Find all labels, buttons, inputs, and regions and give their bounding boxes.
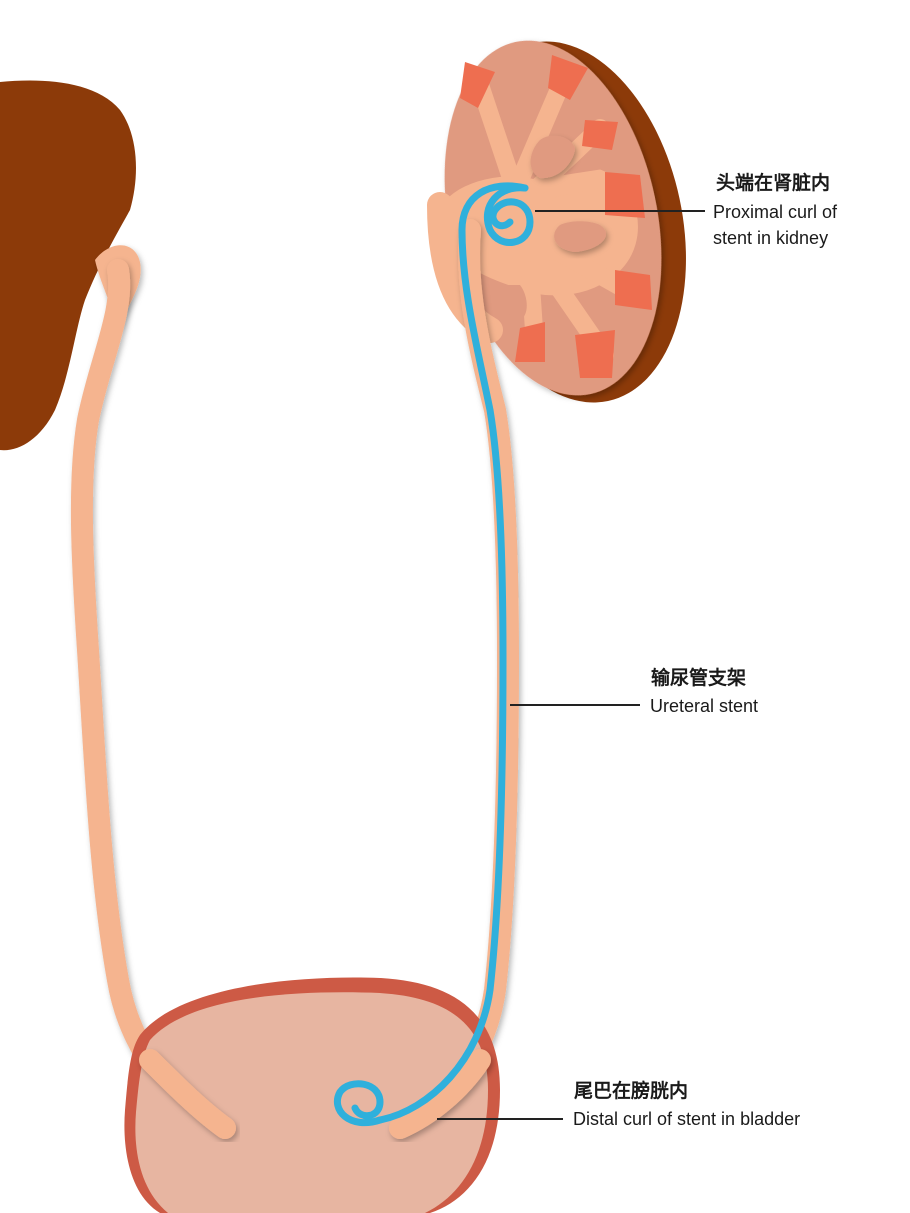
renal-papillae bbox=[460, 55, 652, 378]
right-ureter-end bbox=[389, 1049, 491, 1139]
stent-shaft bbox=[376, 182, 529, 1124]
left-ureter-end bbox=[139, 1049, 236, 1139]
proximal-curl-label-en-2: stent in kidney bbox=[713, 228, 829, 248]
ureteral-stent-label-en: Ureteral stent bbox=[650, 696, 759, 716]
distal-curl-label-cn: 尾巴在膀胱内 bbox=[574, 1080, 689, 1102]
right-kidney bbox=[427, 40, 686, 403]
kidney-notches bbox=[503, 135, 606, 320]
proximal-curl-label-cn: 头端在肾脏内 bbox=[716, 172, 831, 194]
left-kidney-body bbox=[0, 80, 136, 451]
stent-distal-curl bbox=[334, 1080, 384, 1127]
bladder bbox=[124, 977, 500, 1213]
distal-curl-label-en: Distal curl of stent in bladder bbox=[573, 1109, 801, 1129]
ureteral-stent-label-cn: 输尿管支架 bbox=[651, 667, 747, 689]
proximal-curl-label-en-1: Proximal curl of bbox=[713, 202, 838, 222]
bladder-body bbox=[135, 992, 489, 1213]
ureteral-stent bbox=[334, 182, 534, 1127]
leader-lines bbox=[437, 210, 705, 1120]
stent-proximal-curl bbox=[484, 184, 534, 246]
